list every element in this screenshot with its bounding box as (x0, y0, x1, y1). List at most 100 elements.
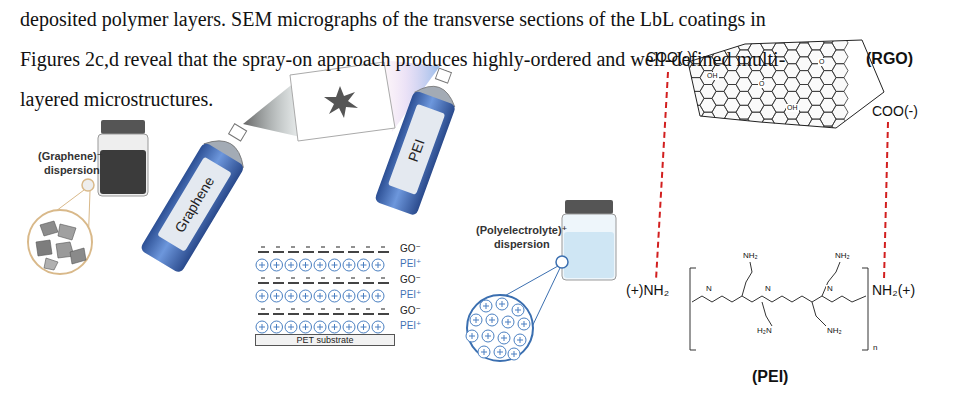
graphene-flake (378, 313, 389, 315)
positive-charge (332, 324, 338, 330)
compound-name: (PEI) (752, 368, 788, 386)
negative-charge (351, 309, 355, 310)
positive-charge (346, 293, 352, 299)
graphene-flake (318, 313, 329, 315)
can-band (157, 157, 232, 252)
illustration-stroke (762, 302, 772, 326)
illustration-stroke (98, 134, 148, 196)
star-burst (324, 86, 358, 118)
illustration-stroke (822, 262, 840, 296)
positive-charge (303, 324, 309, 330)
positive-charge (274, 262, 280, 268)
negative-charge (291, 278, 295, 279)
polycation (482, 330, 494, 342)
negative-charge (276, 309, 280, 310)
graphene-flake (303, 282, 314, 284)
atom-label: O (758, 80, 765, 88)
atom-label: N (705, 285, 713, 294)
positive-charge (259, 293, 265, 299)
illustration-stroke (562, 214, 616, 280)
substrate-label: PET substrate (256, 335, 394, 345)
positive-charge (332, 262, 338, 268)
illustration-stroke (564, 232, 614, 278)
polycation (314, 290, 326, 302)
graphene-flake (258, 282, 269, 284)
atom-label: NH₂ (742, 252, 759, 261)
positive-charge (346, 324, 352, 330)
polycation (256, 321, 268, 333)
dispersion-label: (Graphene)⁻ (38, 150, 102, 162)
can-band (388, 104, 445, 195)
functional-group: COO(-) (646, 50, 692, 65)
atom-label: OH (786, 104, 799, 112)
polycation (518, 318, 530, 330)
functional-group: COO(-) (872, 104, 918, 119)
graphene-flake (318, 251, 329, 253)
polycation (466, 330, 478, 342)
positive-charge (317, 324, 323, 330)
negative-charge (261, 278, 265, 279)
positive-charge (288, 262, 294, 268)
graphene-flake (273, 313, 284, 315)
negative-charge (321, 278, 325, 279)
negative-charge (276, 247, 280, 248)
graphene-flake (333, 313, 344, 315)
body-text: layered microstructures. (20, 88, 213, 110)
graphene-flake (363, 251, 374, 253)
positive-charge (361, 293, 367, 299)
polycation (256, 259, 268, 271)
polycation (480, 300, 492, 312)
graphene-jar (28, 120, 148, 274)
polycation (498, 332, 510, 344)
illustration-stroke (812, 302, 826, 326)
charged-particles (466, 298, 530, 360)
positive-charge (473, 317, 479, 323)
negative-charge (336, 278, 340, 279)
graphene-flake (288, 251, 299, 253)
illustration-stroke (100, 150, 146, 194)
polycation (314, 259, 326, 271)
graphene-flake (288, 313, 299, 315)
positive-charge (375, 293, 381, 299)
graphene-flake (378, 251, 389, 253)
negative-charge (306, 247, 310, 248)
polycation (372, 290, 384, 302)
positive-charge (511, 351, 517, 357)
negative-charge (381, 278, 385, 279)
polycation (502, 316, 514, 328)
polycation (343, 290, 355, 302)
illustration-stroke (692, 296, 866, 302)
polycation (300, 321, 312, 333)
polycation (285, 290, 297, 302)
illustration-stroke (70, 248, 86, 264)
illustration-stroke (690, 268, 696, 350)
negative-charge (336, 247, 340, 248)
graphene-flake (333, 282, 344, 284)
polycation (372, 321, 384, 333)
positive-charge (483, 303, 489, 309)
negative-charge (261, 309, 265, 310)
illustration-stroke (40, 221, 58, 236)
negative-charge (351, 247, 355, 248)
atom-label: OH (706, 72, 719, 80)
positive-charge (469, 333, 475, 339)
positive-charge (485, 333, 491, 339)
dispersion-label: dispersion (44, 164, 100, 176)
positive-charge (288, 324, 294, 330)
illustration-stroke (58, 224, 76, 240)
illustration-stroke (82, 179, 94, 191)
negative-charge (321, 247, 325, 248)
hexagon-lattice (676, 29, 848, 147)
negative-charge (351, 278, 355, 279)
illustration-stroke (742, 262, 752, 296)
nozzle (435, 68, 451, 83)
illustration-stroke (467, 295, 533, 361)
polyelectrolyte-jar (467, 200, 616, 361)
graphene-flake (348, 251, 359, 253)
polycation (271, 321, 283, 333)
positive-charge (361, 262, 367, 268)
polycation (514, 334, 526, 346)
polycation (478, 346, 490, 358)
polycation (372, 259, 384, 271)
atom-label: H₂N (756, 327, 773, 336)
